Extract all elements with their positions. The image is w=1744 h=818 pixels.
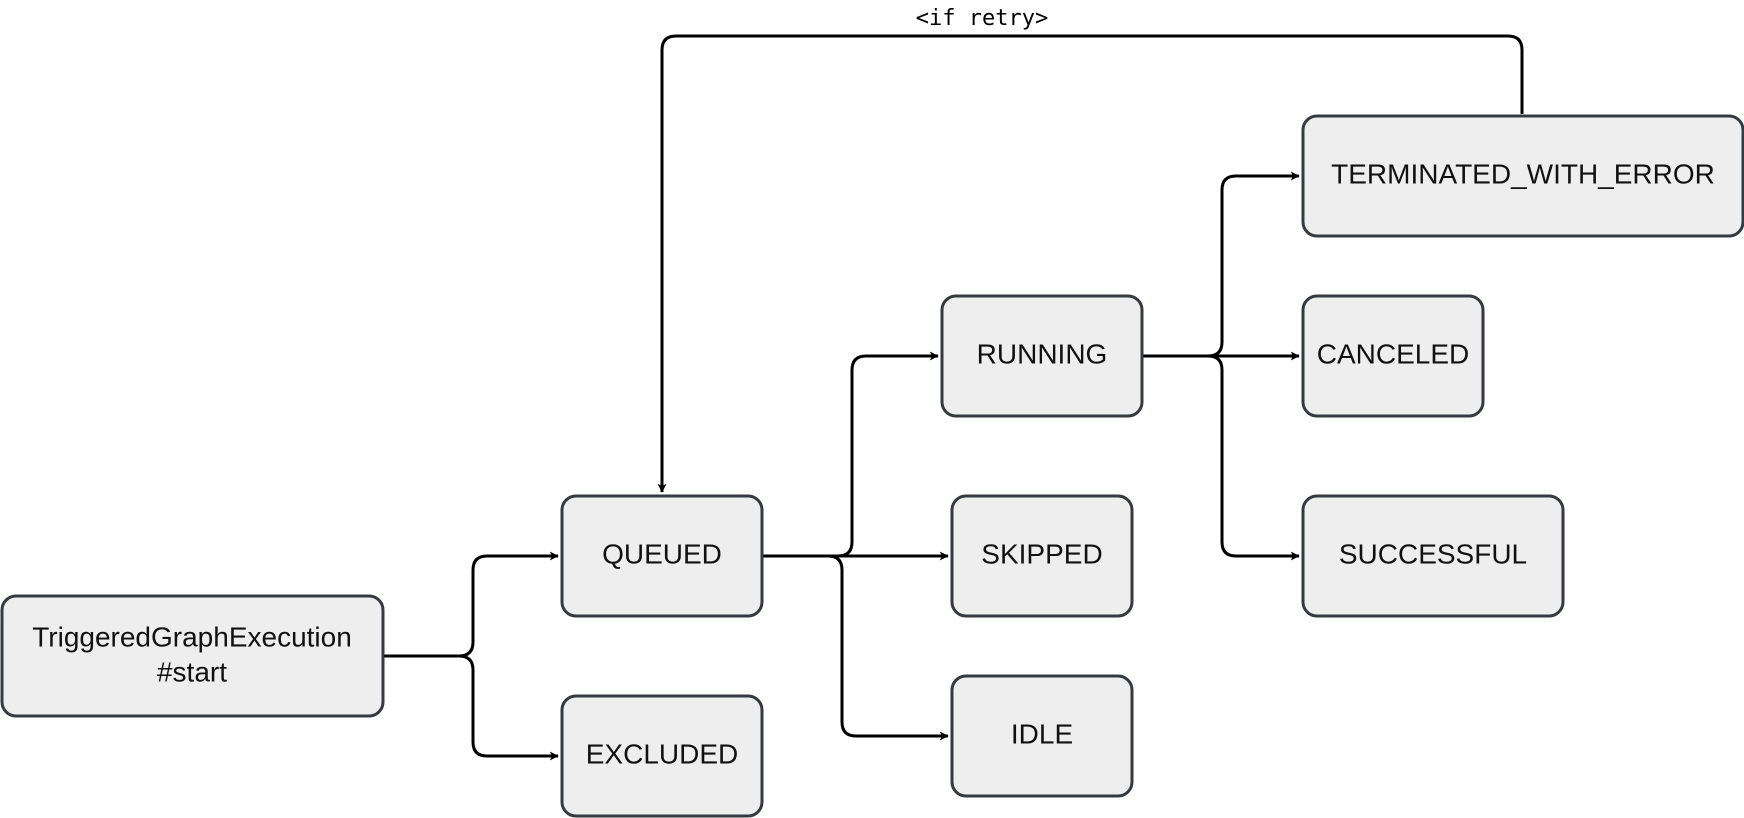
node-terminated-label: TERMINATED_WITH_ERROR xyxy=(1331,158,1715,189)
node-running: RUNNING xyxy=(940,294,1144,418)
edge-running-to-successful xyxy=(1207,354,1300,561)
edge-queued-to-running xyxy=(763,351,939,558)
node-skipped: SKIPPED xyxy=(950,494,1134,618)
node-terminated-with-error: TERMINATED_WITH_ERROR xyxy=(1301,114,1744,238)
node-queued-label: QUEUED xyxy=(602,538,722,569)
node-start-label-line1: TriggeredGraphExecution xyxy=(32,621,352,652)
edge-queued-to-idle xyxy=(827,554,949,741)
node-start: TriggeredGraphExecution #start xyxy=(0,594,385,718)
node-canceled: CANCELED xyxy=(1301,294,1485,418)
edges: <if retry> xyxy=(383,6,1524,761)
edge-running-to-terminated xyxy=(1143,171,1300,358)
node-excluded-label: EXCLUDED xyxy=(586,738,738,769)
node-excluded: EXCLUDED xyxy=(560,694,764,818)
nodes: TriggeredGraphExecution #start QUEUED EX… xyxy=(0,114,1744,818)
node-start-label-line2: #start xyxy=(157,656,227,687)
edge-start-to-queued xyxy=(383,551,559,658)
node-successful-label: SUCCESSFUL xyxy=(1339,538,1527,569)
retry-edge-label: <if retry> xyxy=(916,6,1048,31)
node-skipped-label: SKIPPED xyxy=(981,538,1102,569)
node-queued: QUEUED xyxy=(560,494,764,618)
node-canceled-label: CANCELED xyxy=(1317,338,1469,369)
node-successful: SUCCESSFUL xyxy=(1301,494,1565,618)
edge-terminated-to-queued-retry xyxy=(657,34,1524,493)
node-running-label: RUNNING xyxy=(977,338,1108,369)
node-idle-label: IDLE xyxy=(1011,718,1073,749)
edge-start-to-excluded xyxy=(458,654,559,761)
node-idle: IDLE xyxy=(950,674,1134,798)
